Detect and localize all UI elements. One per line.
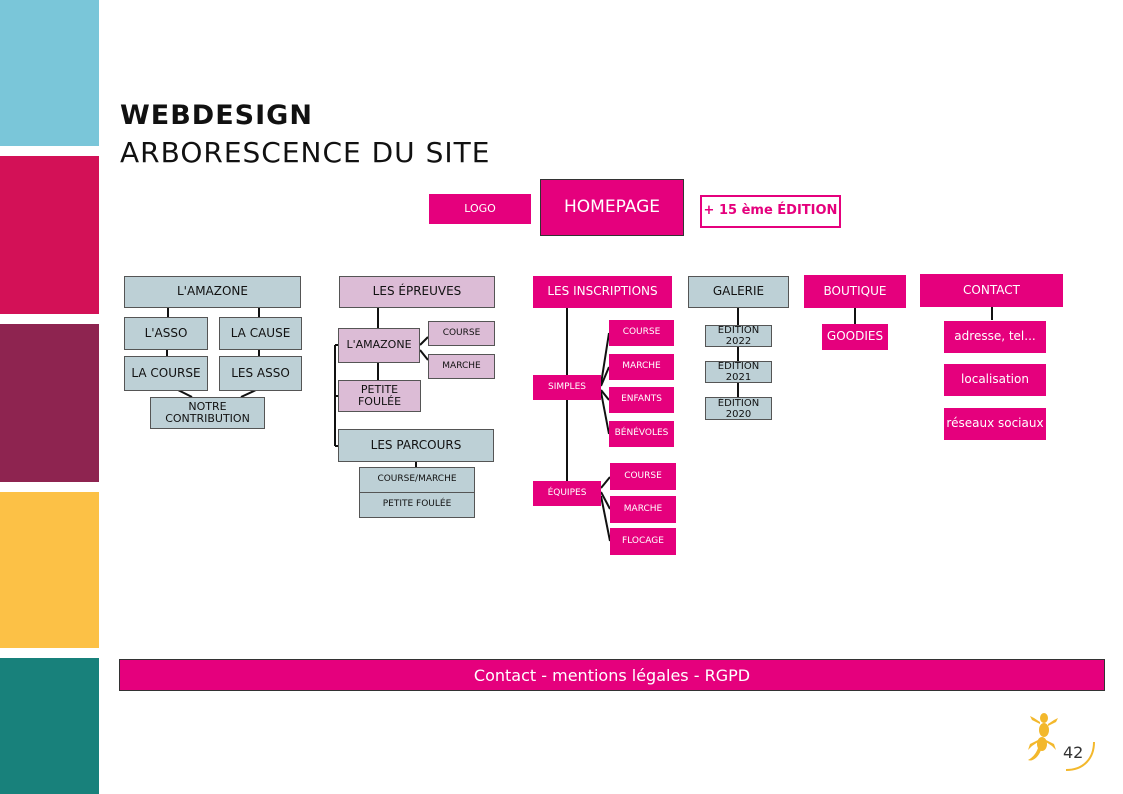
color-strip-yellow [0,492,99,648]
epreuves-course-box[interactable]: COURSE [428,321,495,346]
edition-2021-box[interactable]: ÉDITION 2021 [705,361,772,383]
petite-foulee-parcours-box[interactable]: PETITE FOULÉE [359,492,475,518]
edition-2022-box[interactable]: ÉDITION 2022 [705,325,772,347]
parcours-box[interactable]: LES PARCOURS [338,429,494,462]
equipes-box[interactable]: ÉQUIPES [533,481,601,506]
course-marche-box[interactable]: COURSE/MARCHE [359,467,475,493]
logo-box[interactable]: LOGO [429,194,531,224]
color-strip-plum [0,324,99,482]
page-subtitle: ARBORESCENCE DU SITE [120,136,491,169]
simples-marche-box[interactable]: MARCHE [609,354,674,380]
contact-root-box[interactable]: CONTACT [920,274,1063,307]
equipes-marche-box[interactable]: MARCHE [610,496,676,523]
color-strip-pink [0,156,99,314]
equipes-flocage-box[interactable]: FLOCAGE [610,528,676,555]
contact-location-box[interactable]: localisation [944,364,1046,396]
petite-foulee-box[interactable]: PETITE FOULÉE [338,380,421,412]
color-strip-teal [0,658,99,794]
homepage-box[interactable]: HOMEPAGE [540,179,684,236]
asso-box[interactable]: L'ASSO [124,317,208,350]
simples-course-box[interactable]: COURSE [609,320,674,346]
amazone-root-box[interactable]: L'AMAZONE [124,276,301,308]
cause-box[interactable]: LA CAUSE [219,317,302,350]
inscriptions-root-box[interactable]: LES INSCRIPTIONS [533,276,672,308]
simples-box[interactable]: SIMPLES [533,375,601,400]
contact-address-box[interactable]: adresse, tel... [944,321,1046,353]
gecko-logo-icon [1028,713,1095,771]
contribution-box[interactable]: NOTRE CONTRIBUTION [150,397,265,429]
edition-badge[interactable]: + 15 ème ÉDITION [700,195,841,228]
epreuves-root-box[interactable]: LES ÉPREUVES [339,276,495,308]
edition-2020-box[interactable]: ÉDITION 2020 [705,397,772,420]
equipes-course-box[interactable]: COURSE [610,463,676,490]
page-number: 42 [1063,743,1084,762]
color-strip-blue [0,0,99,146]
la-course-box[interactable]: LA COURSE [124,356,208,391]
les-asso-box[interactable]: LES ASSO [219,356,302,391]
page-title: WEBDESIGN [120,100,313,131]
footer-text: Contact - mentions légales - RGPD [473,665,751,685]
footer-bar[interactable]: Contact - mentions légales - RGPD [119,659,1105,691]
simples-benevoles-box[interactable]: BÉNÉVOLES [609,421,674,447]
simples-enfants-box[interactable]: ENFANTS [609,387,674,413]
epreuves-amazone-box[interactable]: L'AMAZONE [338,328,420,363]
galerie-root-box[interactable]: GALERIE [688,276,789,308]
goodies-box[interactable]: GOODIES [822,324,888,350]
boutique-root-box[interactable]: BOUTIQUE [804,275,906,308]
epreuves-marche-box[interactable]: MARCHE [428,354,495,379]
contact-social-box[interactable]: réseaux sociaux [944,408,1046,440]
